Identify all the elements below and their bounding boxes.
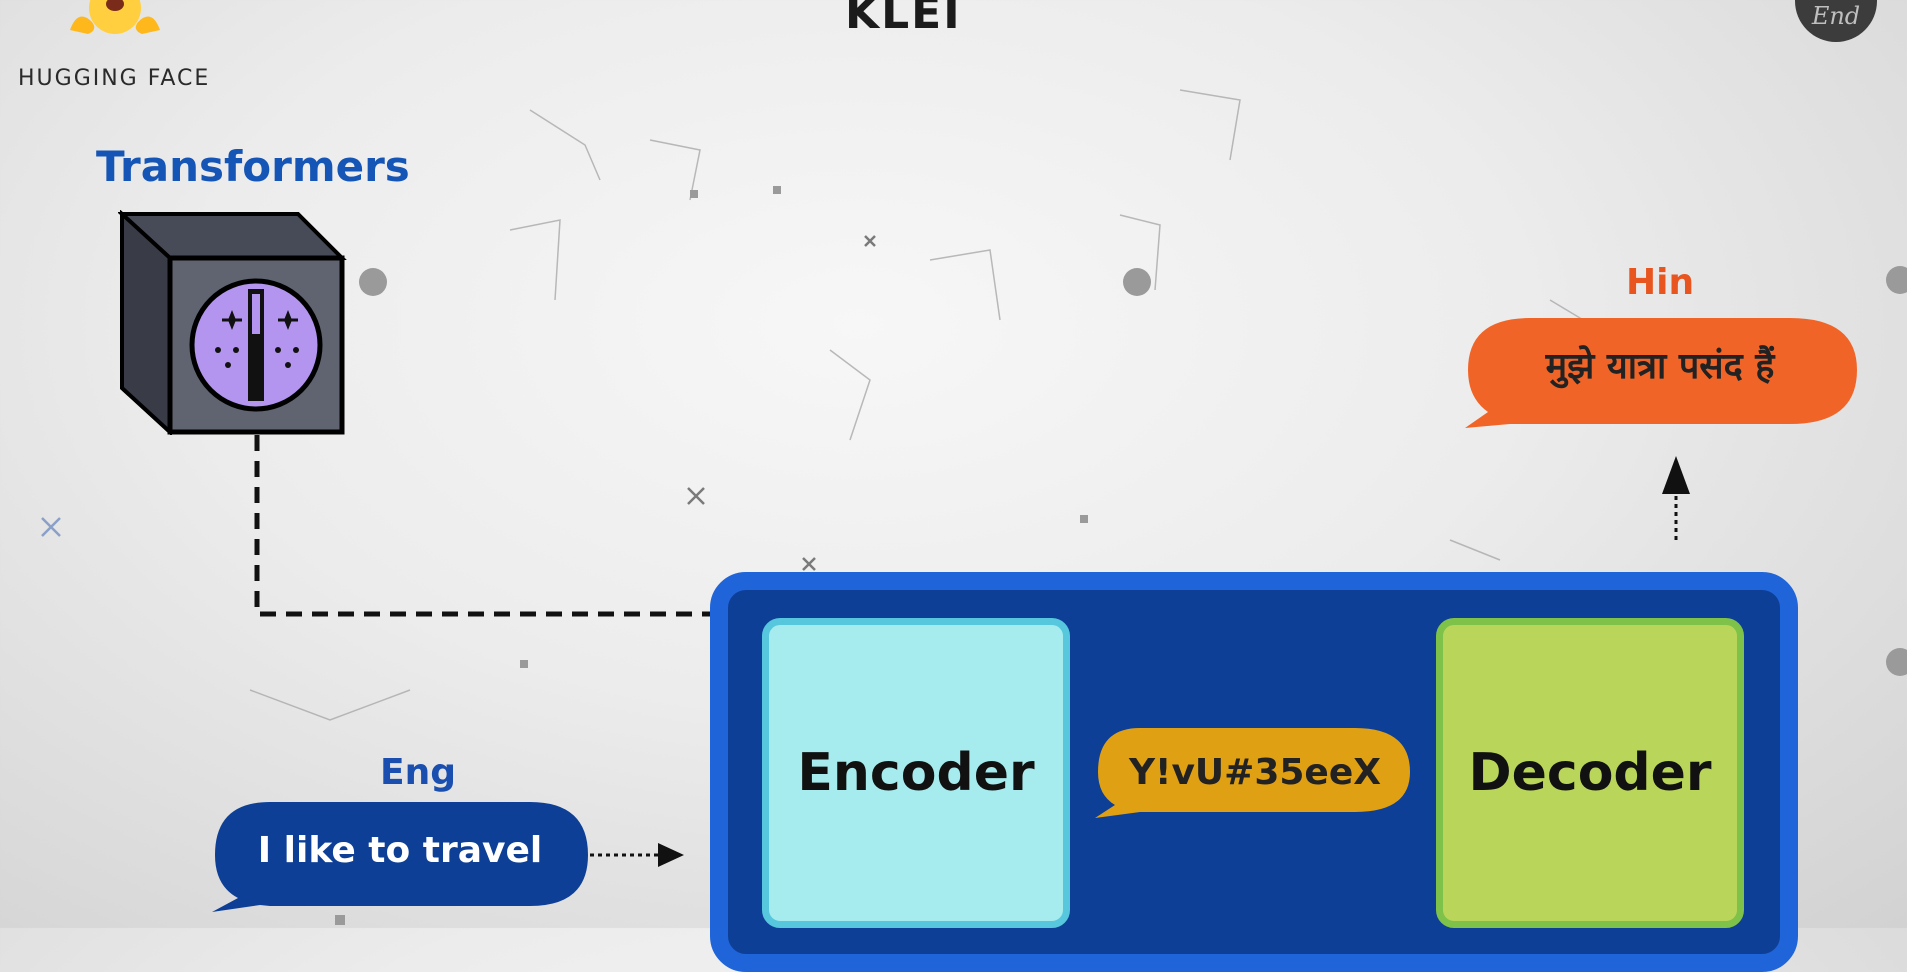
hugging-face-logo-text: HUGGING FACE bbox=[18, 66, 211, 91]
encoder-label: Encoder bbox=[797, 743, 1035, 803]
output-language-label: Hin bbox=[1626, 262, 1695, 303]
top-logo-mark: KLEI bbox=[845, 0, 962, 28]
hindi-output-bubble bbox=[1465, 318, 1857, 428]
arrow-up-icon bbox=[1662, 456, 1690, 494]
speech-bubbles bbox=[212, 318, 1857, 912]
decoder-label: Decoder bbox=[1468, 743, 1712, 803]
english-input-text: I like to travel bbox=[257, 830, 543, 871]
transformers-box-icon bbox=[118, 210, 347, 435]
decoder-block: Decoder bbox=[1436, 618, 1744, 928]
input-language-label: Eng bbox=[380, 752, 456, 793]
diagram-title: Transformers bbox=[96, 142, 410, 191]
hindi-output-text: मुझे यात्रा पसंद हैं bbox=[1545, 346, 1775, 387]
hugging-face-logo-icon bbox=[70, 0, 160, 34]
connector-lines bbox=[254, 435, 1690, 867]
latent-bubble bbox=[1095, 728, 1410, 818]
latent-representation-text: Y!vU#35eeX bbox=[1128, 752, 1382, 793]
arrow-right-icon bbox=[658, 843, 684, 867]
encoder-block: Encoder bbox=[762, 618, 1070, 928]
english-input-bubble bbox=[212, 802, 588, 912]
background-texture bbox=[41, 89, 1907, 925]
